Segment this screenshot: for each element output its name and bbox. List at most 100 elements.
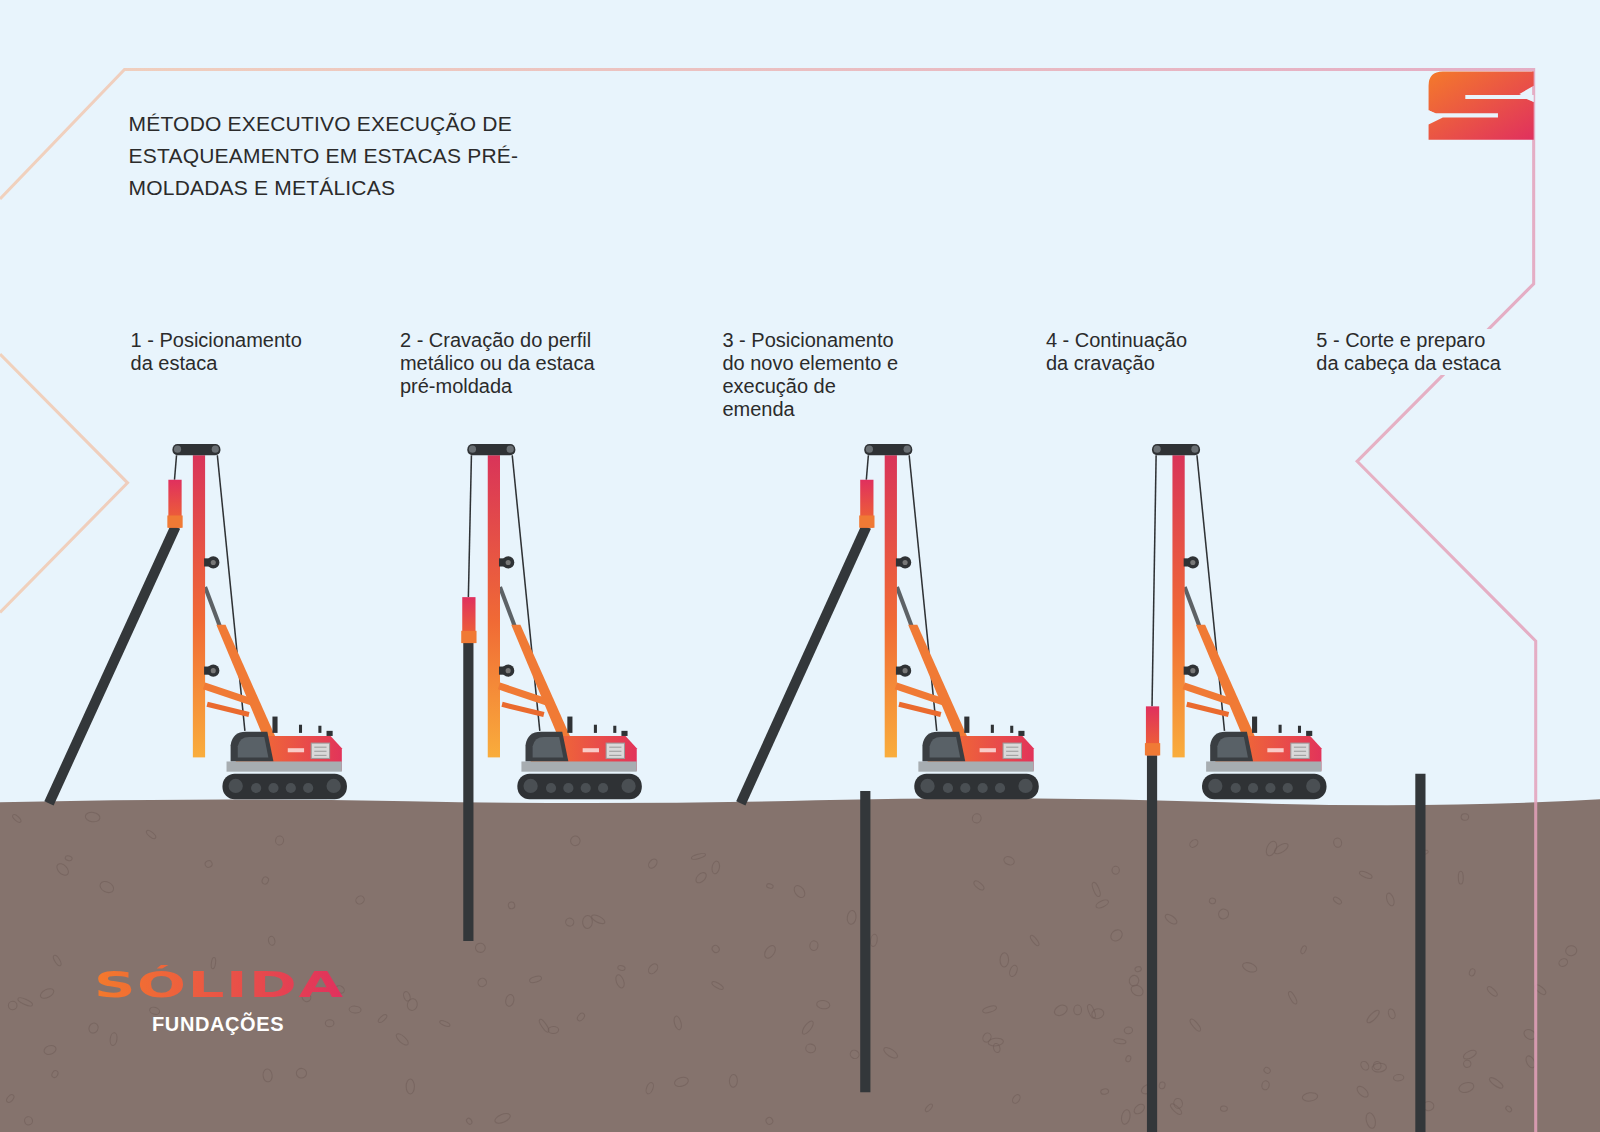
soil-texture bbox=[576, 1012, 586, 1022]
soil-texture bbox=[647, 962, 660, 975]
pile-step-5 bbox=[1420, 774, 1421, 1132]
soil-texture bbox=[691, 852, 706, 860]
soil-texture bbox=[617, 965, 625, 971]
soil-texture bbox=[564, 917, 575, 928]
soil-texture bbox=[1086, 1004, 1097, 1019]
soil-texture bbox=[1263, 1066, 1272, 1074]
logo-mark bbox=[1429, 71, 1534, 139]
step-label-wrap: 3 - Posicionamento do novo elemento e ex… bbox=[720, 329, 913, 421]
soil-texture bbox=[268, 936, 276, 946]
step-label-wrap: 1 - Posicionamento da estaca bbox=[129, 329, 315, 375]
soil-texture bbox=[765, 1116, 774, 1125]
logo-mark bbox=[1465, 95, 1533, 102]
soil-texture bbox=[475, 942, 486, 953]
brand-subtitle-wrap: FUNDAÇÕES bbox=[152, 1012, 284, 1036]
rig-step-4 bbox=[1147, 755, 1157, 1132]
soil-texture bbox=[849, 1049, 861, 1061]
soil-texture bbox=[1217, 907, 1231, 921]
soil-texture bbox=[1113, 1038, 1126, 1044]
soil-texture bbox=[582, 915, 592, 928]
soil-texture bbox=[1169, 1102, 1183, 1116]
soil-texture bbox=[1365, 1112, 1377, 1130]
soil-texture bbox=[1109, 928, 1125, 944]
step-label: 1 - Posicionamento da estaca bbox=[129, 329, 315, 375]
soil-texture bbox=[1300, 945, 1308, 954]
soil-texture bbox=[1261, 1080, 1270, 1091]
soil-texture bbox=[846, 910, 856, 925]
soil-texture bbox=[1125, 1055, 1132, 1063]
soil-texture bbox=[1189, 1018, 1203, 1033]
decorative-frame bbox=[0, 69, 1536, 1132]
soil-texture bbox=[1505, 1105, 1513, 1113]
soil-texture bbox=[972, 813, 982, 824]
soil-texture bbox=[1129, 983, 1145, 998]
soil-texture bbox=[805, 1044, 815, 1053]
soil-texture bbox=[729, 1074, 738, 1087]
soil-texture bbox=[800, 1019, 815, 1035]
soil-texture bbox=[145, 829, 157, 840]
soil-texture bbox=[992, 1043, 1001, 1054]
soil-texture bbox=[981, 1032, 992, 1044]
soil-texture bbox=[809, 940, 819, 951]
soil-texture bbox=[816, 1000, 830, 1010]
soil-texture bbox=[1091, 881, 1102, 897]
soil-texture bbox=[792, 884, 807, 900]
soil-texture bbox=[1134, 966, 1141, 972]
soil-texture bbox=[1173, 1098, 1184, 1110]
logo-mark bbox=[1429, 71, 1534, 139]
rig-step-4 bbox=[1152, 455, 1156, 706]
soil-texture bbox=[51, 1069, 59, 1078]
soil-texture bbox=[1112, 866, 1120, 874]
soil-texture bbox=[87, 1021, 100, 1034]
rig-step-1 bbox=[49, 444, 347, 803]
soil-texture bbox=[1091, 1007, 1105, 1020]
rig-step-4 bbox=[1152, 444, 1326, 799]
soil-texture bbox=[1053, 1003, 1069, 1018]
soil-texture bbox=[55, 862, 71, 878]
soil-texture bbox=[39, 987, 55, 1001]
logo-mark bbox=[1429, 110, 1498, 117]
soil-texture bbox=[1209, 897, 1216, 904]
soil-texture bbox=[1461, 813, 1469, 820]
soil-texture bbox=[349, 1006, 361, 1014]
soil-texture bbox=[614, 974, 626, 989]
soil-texture bbox=[1359, 1060, 1370, 1072]
decorative-frame bbox=[0, 354, 128, 612]
soil-texture bbox=[1463, 1059, 1472, 1068]
soil-texture bbox=[673, 1015, 683, 1030]
step-label: 2 - Cravação do perfil metálico ou da es… bbox=[398, 329, 604, 398]
soil-texture bbox=[711, 860, 721, 874]
soil-texture bbox=[711, 980, 724, 991]
step-label: 5 - Corte e preparo da cabeça da estaca bbox=[1314, 329, 1504, 375]
soil-texture bbox=[1468, 968, 1475, 977]
rig-step-3 bbox=[859, 515, 874, 527]
soil-texture bbox=[1220, 1106, 1227, 1112]
soil-texture bbox=[5, 1093, 15, 1103]
soil-texture bbox=[476, 977, 488, 989]
soil-texture bbox=[924, 1103, 933, 1113]
soil-texture bbox=[204, 860, 213, 869]
soil-texture bbox=[1000, 953, 1009, 968]
soil-texture bbox=[394, 1032, 410, 1047]
soil-texture bbox=[354, 894, 365, 905]
soil-texture bbox=[766, 883, 774, 889]
soil-texture bbox=[1100, 1088, 1109, 1095]
rig-step-3 bbox=[741, 444, 1039, 1092]
rig-step-1 bbox=[172, 444, 346, 799]
soil-texture bbox=[973, 879, 986, 891]
soil-texture bbox=[1458, 871, 1463, 884]
soil-texture bbox=[1241, 961, 1258, 974]
soil-texture bbox=[1003, 855, 1016, 867]
step-label-wrap: 5 - Corte e preparo da cabeça da estaca bbox=[1314, 329, 1504, 375]
soil-texture bbox=[548, 1026, 559, 1033]
soil-texture bbox=[1462, 1049, 1477, 1061]
soil-texture bbox=[52, 954, 62, 967]
soil-texture bbox=[1302, 1092, 1318, 1102]
brand-name: SÓLIDA bbox=[94, 965, 345, 1005]
soil-texture bbox=[647, 857, 659, 869]
soil-texture bbox=[1385, 892, 1396, 907]
soil-texture bbox=[762, 944, 777, 960]
rig-step-2 bbox=[467, 444, 641, 799]
